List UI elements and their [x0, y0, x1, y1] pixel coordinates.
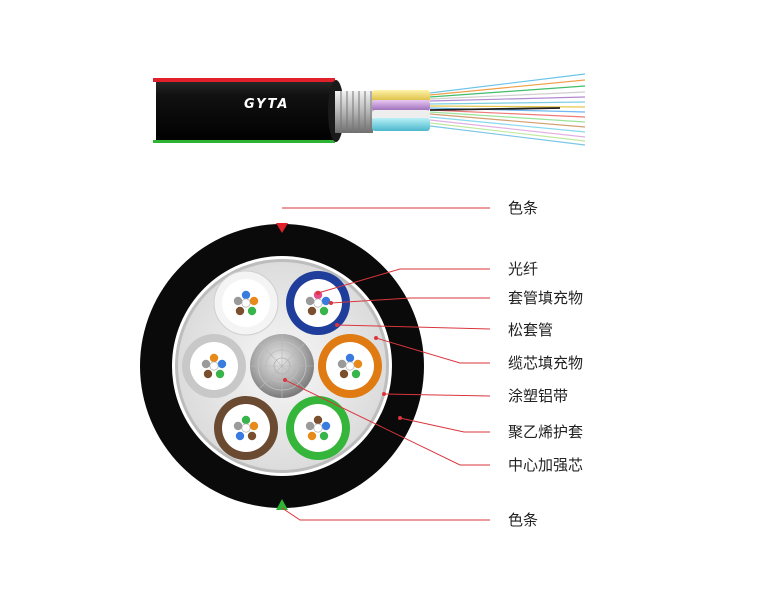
leader-line-loose-tube [336, 324, 491, 330]
fibers-white-tube [233, 290, 259, 316]
leader-line-strength-member [284, 379, 490, 466]
label-fiber: 光纤 [508, 260, 538, 278]
fiber-fan-out [429, 73, 586, 146]
label-cable-filling: 缆芯填充物 [508, 354, 583, 372]
leader-lines [281, 207, 491, 521]
label-strength-member: 中心加强芯 [508, 456, 583, 474]
cable-type-text: GYTA [244, 97, 289, 112]
leader-line-pe-sheath [399, 417, 490, 433]
leader-line-color-stripe-bottom [281, 507, 490, 521]
inner-tubes-side [372, 90, 430, 131]
outer-sheath-side [156, 80, 338, 142]
label-loose-tube: 松套管 [508, 321, 553, 339]
leader-dots [283, 291, 402, 420]
color-stripe-bottom-marker [276, 499, 288, 510]
fibers-gray-tube [201, 353, 227, 379]
leader-line-tube-filling [330, 297, 490, 304]
label-color-stripe-top: 色条 [508, 199, 538, 217]
leader-line-cable-filling [375, 337, 490, 364]
leader-line-aluminum-tape [383, 393, 491, 397]
fibers-orange-tube [337, 353, 363, 379]
leader-line-fiber [317, 268, 490, 294]
armor-section [335, 91, 373, 133]
color-stripe-side-green [153, 140, 335, 143]
label-aluminum-tape: 涂塑铝带 [508, 387, 568, 405]
strength-member [250, 334, 314, 398]
color-stripe-top-marker [276, 223, 288, 233]
label-color-stripe-bottom: 色条 [508, 511, 538, 529]
cable-cross-section [140, 223, 424, 510]
color-stripe-side-red [153, 78, 335, 82]
fibers-green-tube [305, 415, 331, 441]
label-tube-filling: 套管填充物 [508, 289, 583, 307]
label-pe-sheath: 聚乙烯护套 [508, 423, 583, 441]
cable-side-view: GYTA [153, 73, 586, 146]
fibers-brown-tube [233, 415, 259, 441]
